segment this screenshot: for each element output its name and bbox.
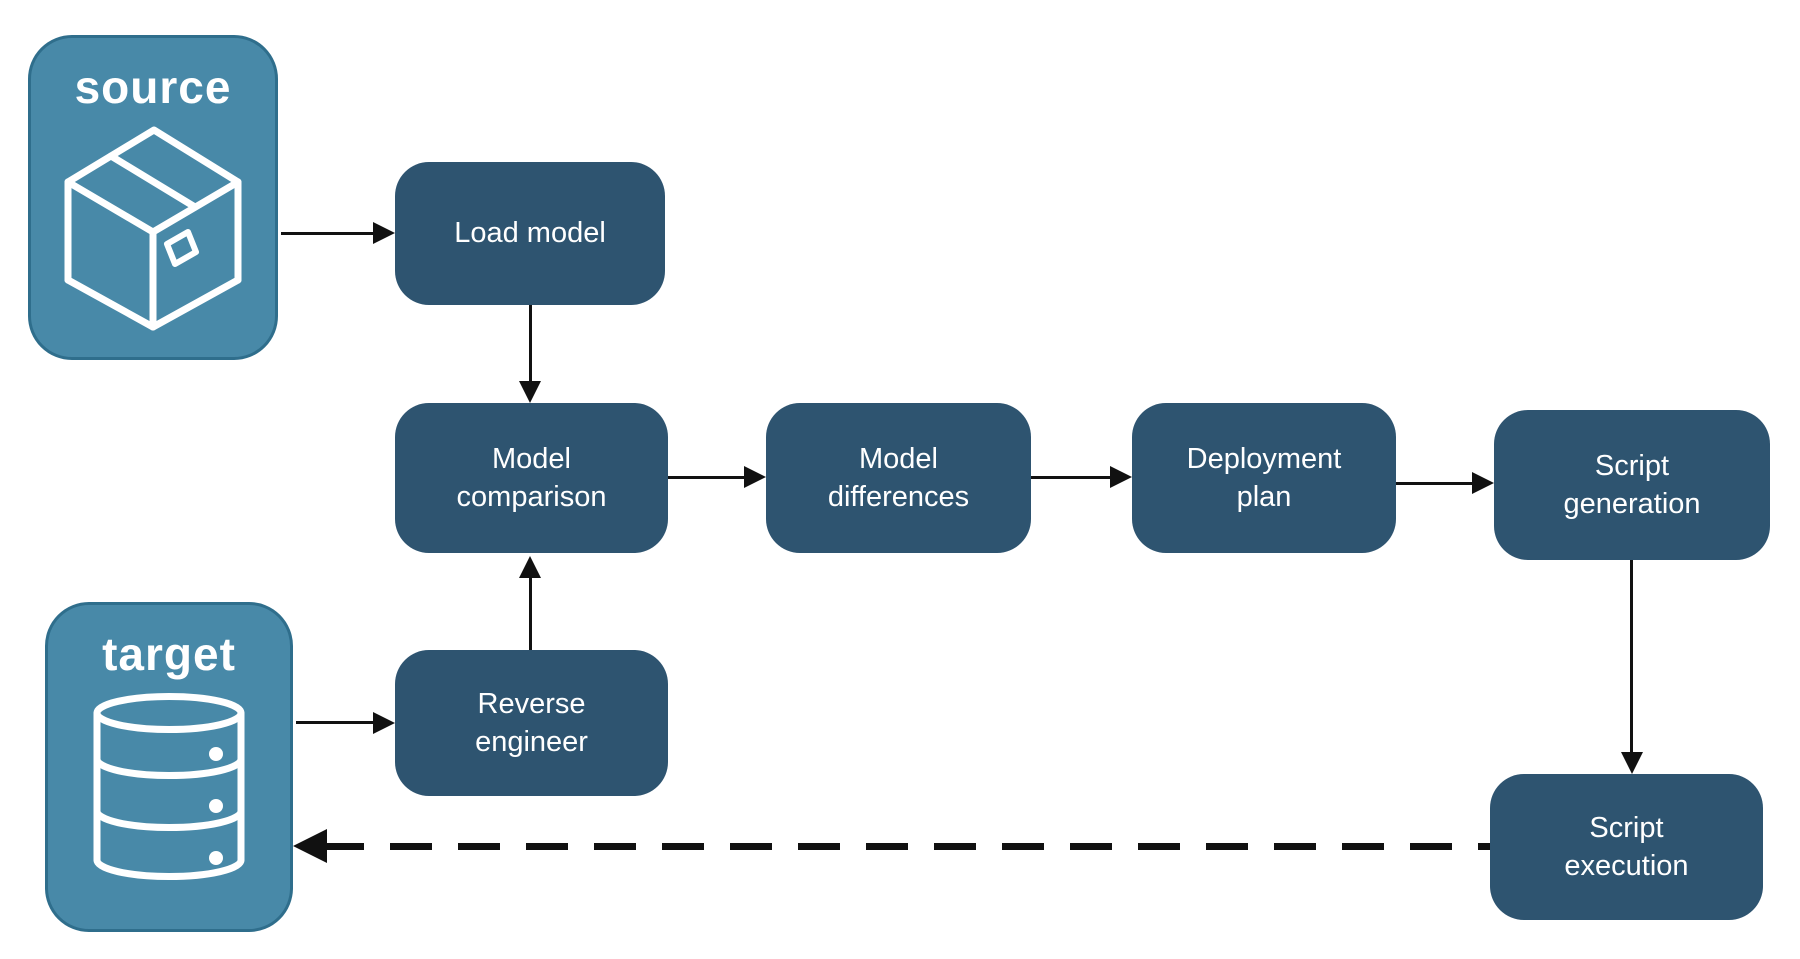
node-script-generation: Script generation [1494, 410, 1770, 560]
node-script-execution: Script execution [1490, 774, 1763, 920]
target-label: target [102, 628, 236, 680]
database-icon [92, 681, 246, 883]
node-reverse-engineer: Reverse engineer [395, 650, 668, 796]
node-model-comparison: Model comparison [395, 403, 668, 553]
node-deployment-plan: Deployment plan [1132, 403, 1396, 553]
source-container: source [28, 35, 278, 360]
target-container: target [45, 602, 293, 932]
node-load-model: Load model [395, 162, 665, 305]
package-icon [60, 114, 246, 336]
node-model-differences: Model differences [766, 403, 1031, 553]
source-label: source [74, 61, 232, 113]
